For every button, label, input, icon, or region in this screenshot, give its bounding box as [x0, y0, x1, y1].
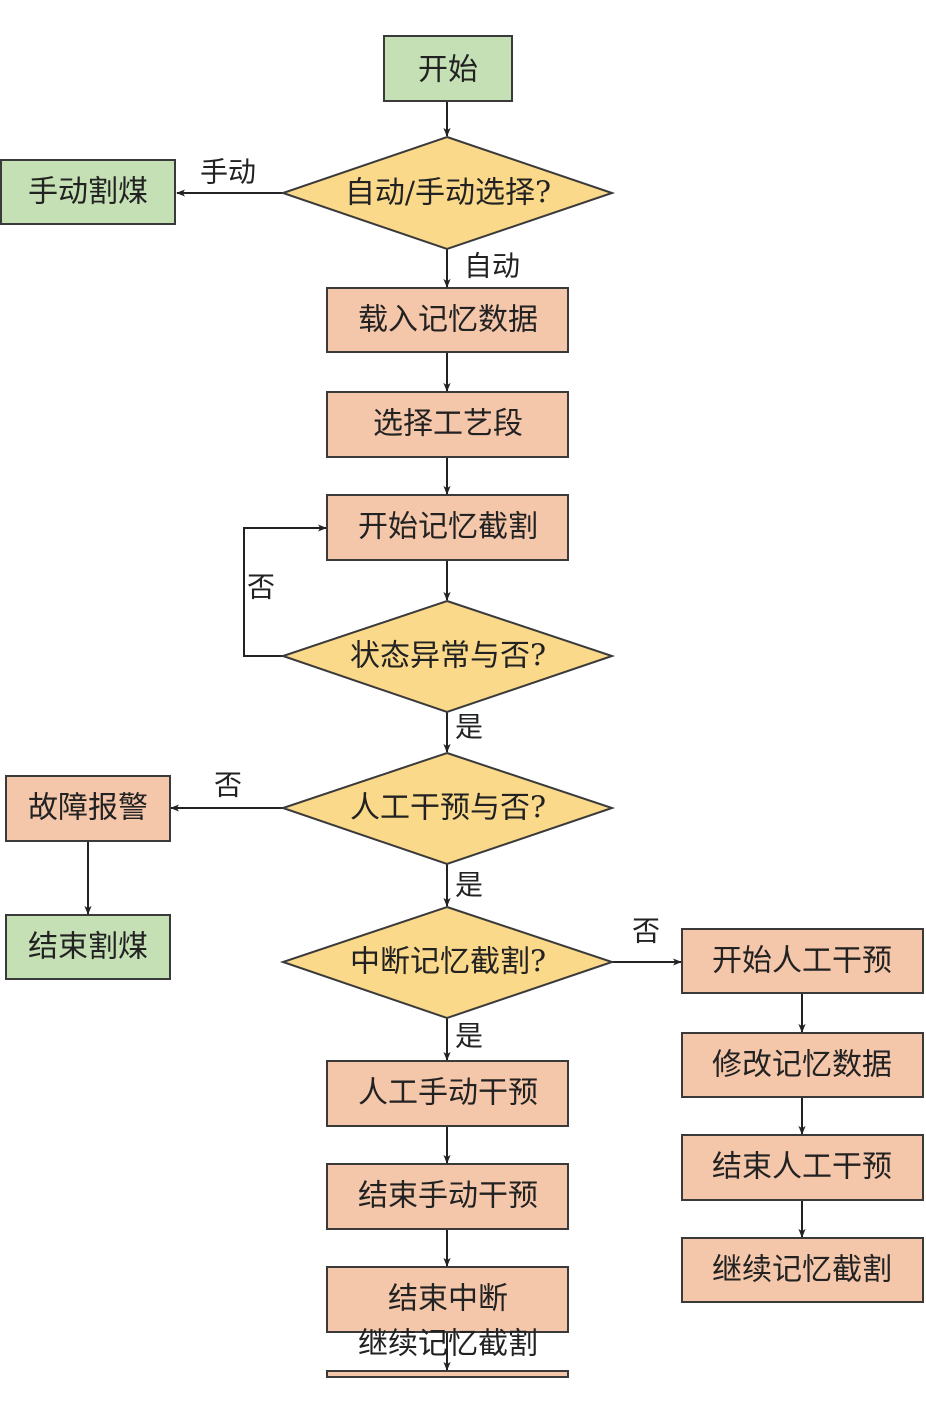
node-modify-memory-label: 修改记忆数据 [712, 1048, 892, 1083]
label-manual: 手动 [200, 156, 256, 189]
node-load-memory: 载入记忆数据 [326, 287, 569, 353]
node-start-label: 开始 [418, 53, 478, 88]
label-status-yes: 是 [455, 711, 483, 744]
label-status-no: 否 [247, 571, 275, 604]
node-end-interrupt-label: 结束中断 [388, 1282, 508, 1317]
node-manual-hand-intervene: 人工手动干预 [326, 1060, 569, 1127]
node-end-hand-intervene: 结束手动干预 [326, 1163, 569, 1230]
node-continue-memory-cut-bottom-label: 继续记忆截割 [358, 1327, 538, 1362]
node-end-cut-label: 结束割煤 [28, 930, 148, 965]
node-load-memory-label: 载入记忆数据 [358, 303, 538, 338]
node-start-memory-cut-label: 开始记忆截割 [358, 510, 538, 545]
node-continue-memory-cut-right-label: 继续记忆截割 [712, 1253, 892, 1288]
edge-status-no-loop [243, 524, 327, 657]
label-intervene-yes: 是 [455, 869, 483, 902]
edge-labels: 手动 自动 否 是 否 是 否 是 [200, 156, 660, 1053]
node-manual-hand-intervene-label: 人工手动干预 [358, 1076, 538, 1111]
node-select-stage-label: 选择工艺段 [373, 407, 523, 442]
node-end-manual-intervene-label: 结束人工干预 [712, 1150, 892, 1185]
label-intervene-no: 否 [214, 769, 242, 802]
node-start-manual-intervene-label: 开始人工干预 [712, 944, 892, 979]
node-start: 开始 [383, 35, 513, 102]
node-fault-alarm-label: 故障报警 [28, 791, 148, 826]
node-interrupt-check-label: 中断记忆截割? [350, 945, 546, 980]
node-modify-memory: 修改记忆数据 [681, 1032, 924, 1098]
label-auto: 自动 [464, 250, 520, 283]
node-manual-cut: 手动割煤 [0, 159, 176, 225]
node-manual-intervene-check-label: 人工干预与否? [350, 791, 546, 826]
node-start-manual-intervene: 开始人工干预 [681, 928, 924, 994]
node-end-interrupt: 结束中断 [326, 1266, 569, 1333]
node-status-check: 状态异常与否? [279, 599, 616, 714]
node-select-stage: 选择工艺段 [326, 391, 569, 458]
node-fault-alarm: 故障报警 [5, 775, 171, 842]
label-interrupt-no: 否 [632, 915, 660, 948]
label-interrupt-yes: 是 [455, 1020, 483, 1053]
connectors [84, 101, 806, 1371]
node-mode-select: 自动/手动选择? [279, 135, 616, 251]
node-end-hand-intervene-label: 结束手动干预 [358, 1179, 538, 1214]
node-manual-cut-label: 手动割煤 [28, 175, 148, 210]
node-end-cut: 结束割煤 [5, 914, 171, 980]
node-status-check-label: 状态异常与否? [350, 639, 546, 674]
node-interrupt-check: 中断记忆截割? [279, 905, 616, 1020]
node-mode-select-label: 自动/手动选择? [345, 176, 551, 211]
node-continue-memory-cut-right: 继续记忆截割 [681, 1237, 924, 1303]
node-end-manual-intervene: 结束人工干预 [681, 1134, 924, 1201]
node-continue-memory-cut-bottom: 继续记忆截割 [326, 1327, 569, 1378]
node-manual-intervene-check: 人工干预与否? [279, 751, 616, 866]
node-start-memory-cut: 开始记忆截割 [326, 494, 569, 561]
